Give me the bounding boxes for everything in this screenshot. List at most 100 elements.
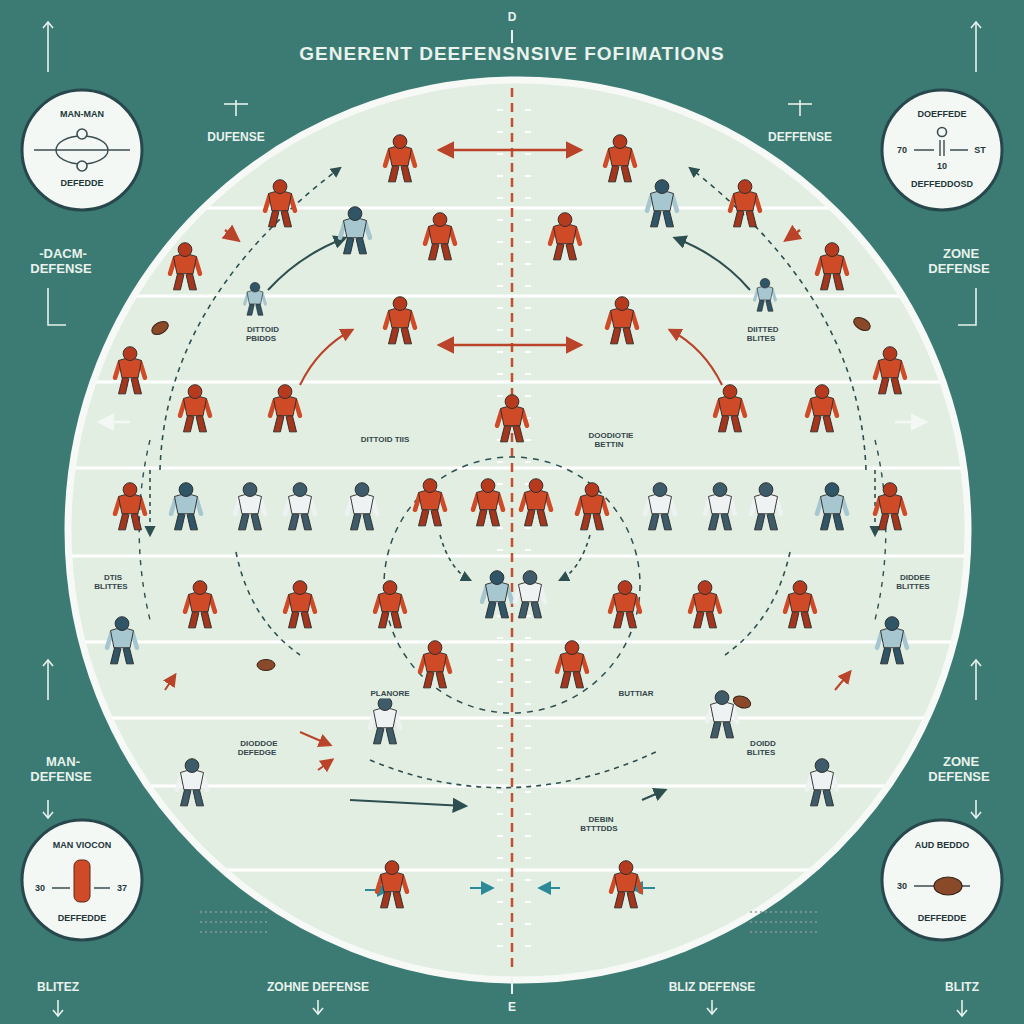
player-helmet <box>885 617 899 631</box>
hash-mark <box>497 197 503 199</box>
player-leg <box>131 375 141 393</box>
hash-mark <box>525 769 531 771</box>
player-figure <box>415 479 445 526</box>
small-arrow-head <box>971 660 981 666</box>
player-torso <box>811 770 834 790</box>
hash-mark <box>497 923 503 925</box>
hash-mark <box>525 725 531 727</box>
player-leg <box>789 609 799 627</box>
football <box>934 877 962 895</box>
circle-shape <box>22 820 142 940</box>
player-leg <box>513 423 523 441</box>
hash-mark <box>497 945 503 947</box>
player-torso <box>881 628 904 648</box>
circle-outline <box>20 818 144 942</box>
football <box>149 319 170 338</box>
bottom-tick <box>511 978 513 994</box>
circle-text: 10 <box>936 161 948 171</box>
player-leg <box>649 511 659 529</box>
player-figure <box>610 581 640 628</box>
bottom-label-text: ZOHNE DEFENSE <box>265 980 371 994</box>
player-torso <box>811 396 834 416</box>
player-torso <box>379 592 402 612</box>
player-torso <box>709 494 732 514</box>
player-leg <box>767 511 777 529</box>
player-figure <box>497 395 527 442</box>
circle-shape <box>882 820 1002 940</box>
player-leg <box>196 413 206 431</box>
field-note: DIITTED BLITES <box>732 325 792 343</box>
player-leg <box>123 645 133 663</box>
play-arrow <box>874 470 876 535</box>
hash-mark <box>497 637 503 639</box>
player-torso <box>486 582 509 602</box>
field-note-text: DIODDOE DEFEDGE <box>238 739 279 757</box>
player-torso <box>419 490 442 510</box>
zone-circle <box>384 457 640 713</box>
small-arrow-head <box>43 22 53 28</box>
player-leg <box>201 609 211 627</box>
small-arrow-head <box>971 22 981 28</box>
player-helmet <box>383 581 397 595</box>
player-figure <box>235 483 265 530</box>
field-note-text: DEBIN BTTTDDS <box>580 815 619 833</box>
player-figure <box>385 297 415 344</box>
hash-mark <box>497 219 503 221</box>
play-arrow <box>725 552 790 655</box>
hash-mark <box>497 703 503 705</box>
player-leg <box>626 609 636 627</box>
player-helmet <box>825 483 839 497</box>
bracket-line <box>48 288 66 325</box>
player-leg <box>719 413 729 431</box>
field-note-text: DTIS BLITTES <box>94 573 129 591</box>
play-sketch <box>938 128 947 137</box>
circle-outline <box>20 88 144 212</box>
player-figure <box>265 180 295 227</box>
player-figure <box>645 483 675 530</box>
player-leg <box>694 609 704 627</box>
hash-mark <box>497 395 503 397</box>
player-helmet <box>123 347 137 361</box>
side-label: BLITZ <box>943 981 981 995</box>
player-helmet <box>293 581 307 595</box>
player-helmet <box>378 697 392 711</box>
field-note: DOODIOTIE BETTIN <box>580 431 640 449</box>
hash-mark <box>525 351 531 353</box>
player-leg <box>573 669 583 687</box>
small-arrow-head <box>43 660 53 666</box>
player-leg <box>119 375 129 393</box>
hash-mark <box>497 131 503 133</box>
play-arrow <box>632 887 655 889</box>
player-torso <box>189 592 212 612</box>
player-torso <box>821 254 844 274</box>
circle-text: AUD BEDDO <box>914 840 971 850</box>
player-leg <box>181 787 191 805</box>
player-leg <box>766 298 773 311</box>
player-leg <box>256 302 263 315</box>
bracket-line <box>47 800 49 818</box>
circle-text-value: MAN-MAN <box>59 109 105 119</box>
player-helmet <box>278 385 292 399</box>
dotted-row <box>750 921 820 922</box>
player-torso <box>609 146 632 166</box>
player-helmet <box>423 479 437 493</box>
player-figure <box>385 135 415 182</box>
player-torso <box>525 490 548 510</box>
play-arrow <box>670 330 722 385</box>
small-arrow-head <box>53 1010 63 1016</box>
diagram-title-text: GENERENT DEEFENSNSIVE FOFIMATIONS <box>297 43 726 64</box>
player-leg <box>525 507 535 525</box>
hash-mark <box>497 175 503 177</box>
yard-line <box>40 207 1000 210</box>
hash-mark <box>525 241 531 243</box>
player-leg <box>477 507 487 525</box>
side-label: -DACM- DEFENSE <box>17 247 107 277</box>
field-note: PLANORE <box>368 689 411 698</box>
circle-text: DOEFFEDE <box>916 109 967 119</box>
hash-mark <box>525 703 531 705</box>
players <box>107 135 907 908</box>
player-figure <box>170 243 200 290</box>
bracket-line <box>958 288 976 325</box>
player-leg <box>891 511 901 529</box>
